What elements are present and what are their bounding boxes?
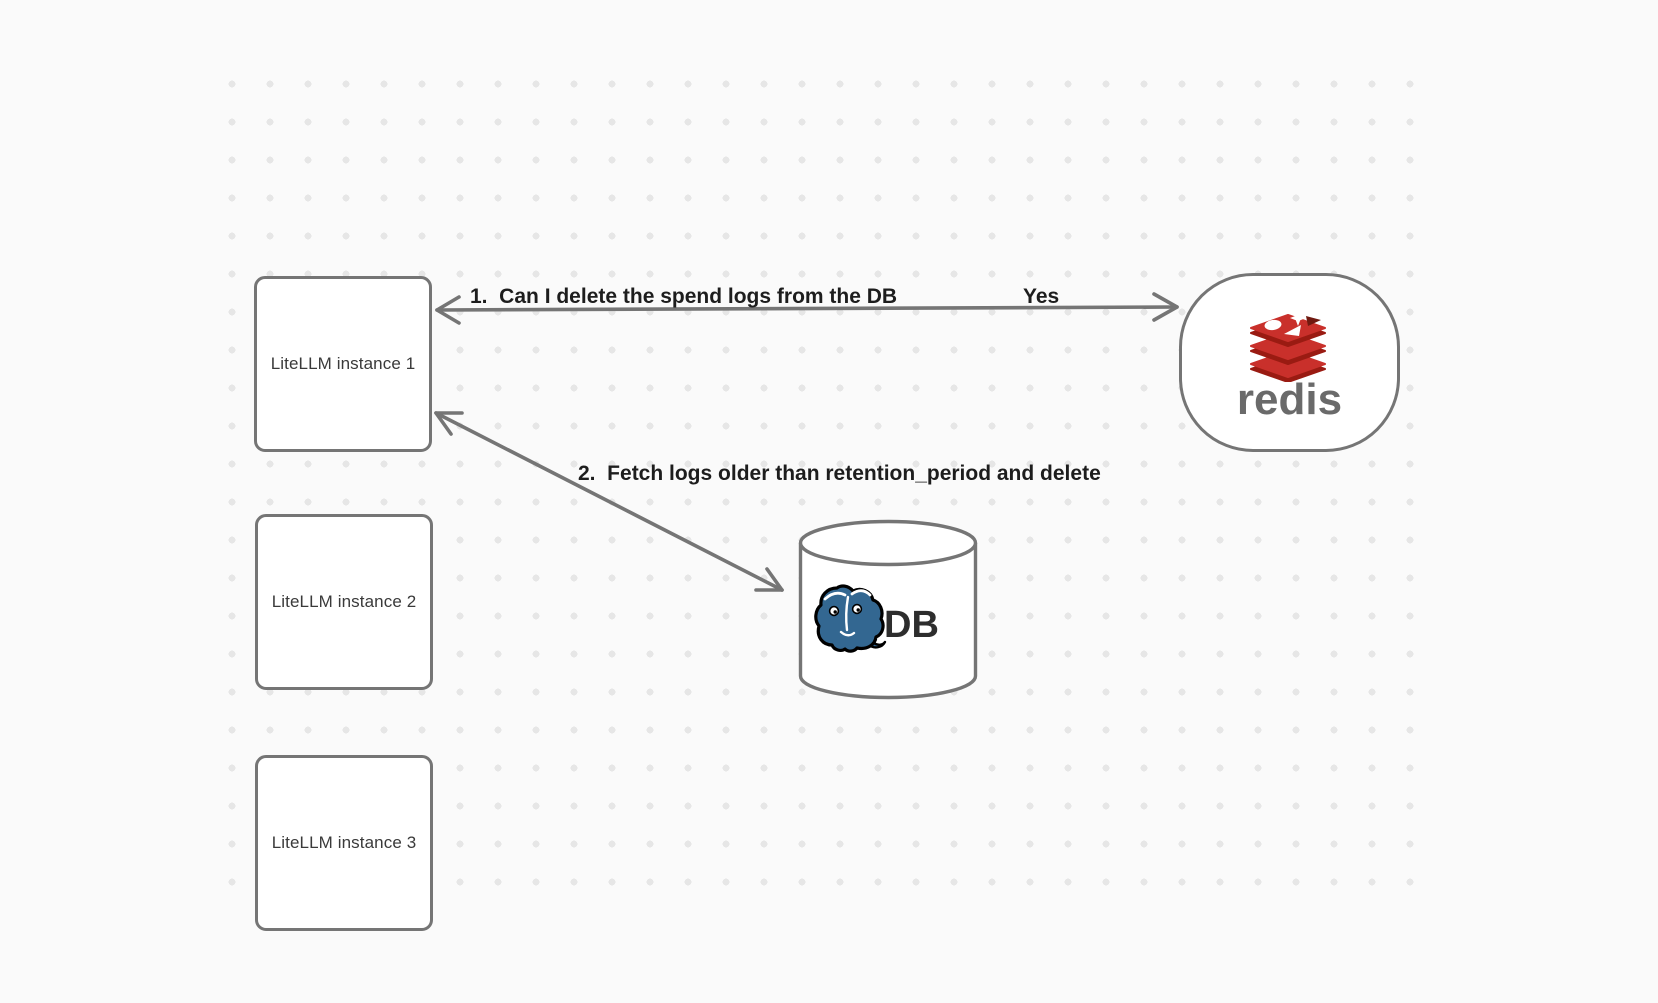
- arrowhead-right-icon: [1152, 292, 1179, 322]
- arrowhead-downright-icon: [754, 567, 784, 592]
- annotation-delete-spend-logs[interactable]: 1. Can I delete the spend logs from the …: [470, 285, 898, 308]
- cylinder-top: [798, 519, 978, 567]
- arrowhead-upleft-icon: [434, 411, 464, 436]
- cylinder-body: [798, 543, 978, 700]
- node-litellm-instance-3[interactable]: LiteLLM instance 3: [255, 755, 433, 931]
- redis-wordmark: redis: [1236, 375, 1343, 424]
- arrow-line[interactable]: [435, 305, 1179, 312]
- node-label: LiteLLM instance 3: [271, 833, 417, 852]
- arrow-line[interactable]: [434, 411, 784, 592]
- node-redis[interactable]: redis: [1179, 273, 1400, 452]
- redis-logo-icon: [1250, 310, 1326, 382]
- node-label: LiteLLM instance 2: [271, 592, 417, 611]
- db-cylinder-node[interactable]: DB: [798, 519, 978, 700]
- node-label: LiteLLM instance 1: [270, 354, 416, 373]
- arrow-fetch-logs[interactable]: [434, 411, 784, 592]
- node-litellm-instance-2[interactable]: LiteLLM instance 2: [255, 514, 433, 690]
- annotation-fetch-logs[interactable]: 2. Fetch logs older than retention_perio…: [578, 462, 1101, 485]
- arrow-spend-logs-question[interactable]: [435, 292, 1179, 325]
- db-label: DB: [884, 604, 939, 646]
- annotation-yes[interactable]: Yes: [1023, 285, 1060, 308]
- postgresql-logo-icon: [814, 584, 887, 653]
- node-litellm-instance-1[interactable]: LiteLLM instance 1: [254, 276, 432, 452]
- arrowhead-left-icon: [435, 295, 461, 325]
